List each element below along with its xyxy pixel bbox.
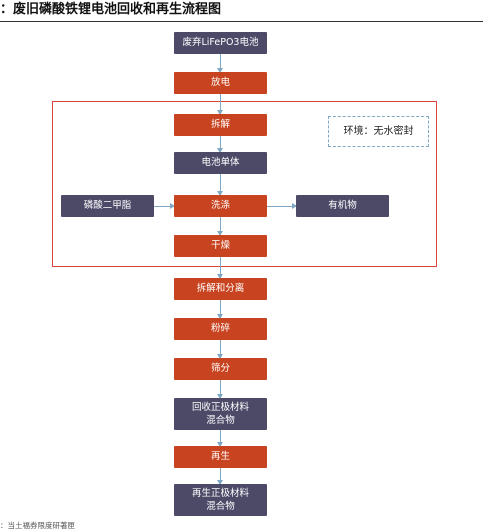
arrow-separate-to-crushing xyxy=(217,300,223,319)
node-drying: 干燥 xyxy=(174,235,267,257)
arrow-drying-to-separate xyxy=(217,257,223,279)
node-regeneration: 再生 xyxy=(174,446,267,468)
arrow-crushing-to-sieving xyxy=(217,340,223,359)
node-regenerated-line2: 混合物 xyxy=(206,501,235,512)
arrow-waste-to-discharge xyxy=(217,54,223,73)
node-sieving: 筛分 xyxy=(174,358,267,380)
arrow-washing-to-organics xyxy=(267,203,297,209)
node-recovered-cathode-mix: 回收正极材料 混合物 xyxy=(174,398,267,430)
node-battery-cell: 电池单体 xyxy=(174,152,267,174)
node-regenerated-cathode-mix: 再生正极材料 混合物 xyxy=(174,484,267,516)
arrow-cell-to-washing xyxy=(217,174,223,196)
footer-note: ：当土福券限度研著匣 xyxy=(0,521,75,530)
arrow-discharge-to-disassembly xyxy=(217,94,223,115)
node-waste-battery: 废弃LiFePO3电池 xyxy=(174,32,267,54)
node-recovered-line1: 回收正极材料 xyxy=(191,402,249,413)
node-disassemble-separate: 拆解和分离 xyxy=(174,278,267,300)
environment-note: 环境：无水密封 xyxy=(328,116,429,147)
node-dimethyl-carbonate: 磷酸二甲脂 xyxy=(61,195,154,217)
arrow-washing-to-drying xyxy=(217,217,223,236)
node-discharge: 放电 xyxy=(174,72,267,94)
arrow-regeneration-to-regenerated xyxy=(217,468,223,485)
node-disassembly: 拆解 xyxy=(174,114,267,136)
arrow-disassembly-to-cell xyxy=(217,136,223,153)
node-recovered-line2: 混合物 xyxy=(206,415,235,426)
node-organics: 有机物 xyxy=(296,195,389,217)
arrow-solvent-to-washing xyxy=(154,203,175,209)
diagram-title: ：废旧磷酸铁锂电池回收和再生流程图 xyxy=(0,2,222,17)
node-crushing: 粉碎 xyxy=(174,318,267,340)
anhydrous-sealed-zone xyxy=(52,101,437,267)
node-regenerated-line1: 再生正极材料 xyxy=(191,488,249,499)
node-washing: 洗涤 xyxy=(174,195,267,217)
arrow-sieving-to-recovered xyxy=(217,380,223,399)
title-rule xyxy=(0,21,483,22)
arrow-recovered-to-regeneration xyxy=(217,430,223,447)
